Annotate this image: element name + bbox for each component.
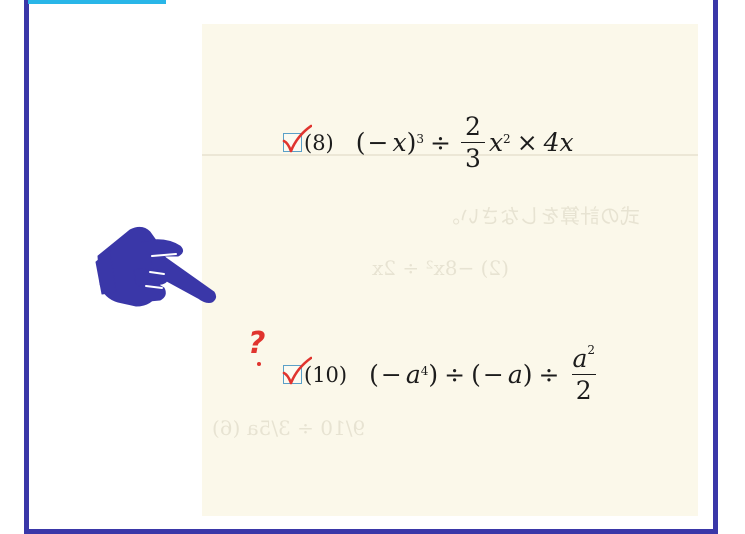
red-checkmark-icon (282, 356, 312, 385)
problem-10: (10) ( − a 4 ) ÷ ( − a ) ÷ a2 2 (282, 342, 602, 405)
problem-10-checkbox[interactable] (282, 356, 312, 385)
red-checkmark-icon (282, 124, 312, 153)
bleed-through-text: 式の計算をしなさい。 (440, 204, 640, 228)
problem-8-expression: ( − x ) 3 ÷ 2 3 x 2 × 4x (355, 112, 574, 173)
problem-number: (8) (304, 130, 334, 155)
bleed-through-text: (2) −8x² ÷ 2x (372, 256, 509, 280)
problem-10-expression: ( − a 4 ) ÷ ( − a ) ÷ a2 2 (369, 342, 602, 405)
problem-number: (10) (304, 362, 348, 387)
bleed-through-line (202, 154, 698, 156)
problem-8: (8) ( − x ) 3 ÷ 2 3 x 2 × 4x (282, 112, 574, 173)
tab-strip (28, 0, 166, 4)
pointing-hand-icon (95, 226, 217, 307)
question-mark-dot (257, 362, 261, 366)
problem-8-checkbox[interactable] (282, 124, 312, 153)
fraction: a2 2 (571, 342, 596, 405)
textbook-page: 式の計算をしなさい。 (2) −8x² ÷ 2x 9/10 ÷ 3/5a (6) (202, 24, 698, 516)
fraction: 2 3 (460, 114, 485, 171)
bleed-through-text: 9/10 ÷ 3/5a (6) (212, 416, 366, 440)
question-mark-icon: ? (248, 326, 266, 361)
